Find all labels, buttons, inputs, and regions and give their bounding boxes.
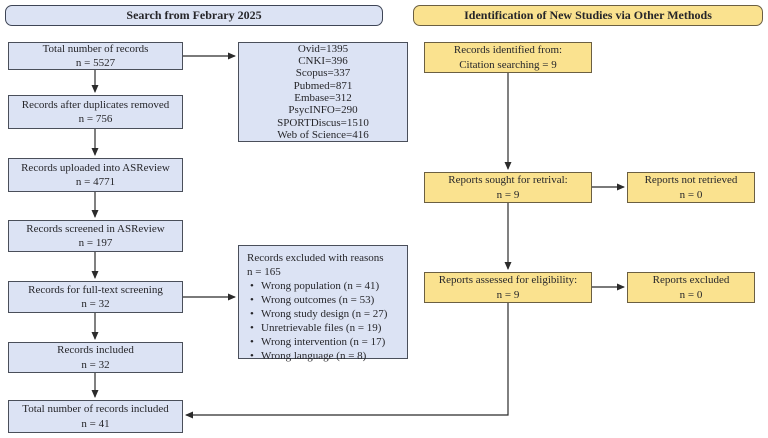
box-title: Records identified from: [453,44,563,57]
box-reports-assessed: Reports assessed for eligibility: n = 9 [424,272,592,303]
box-records-included: Records included n = 32 [8,342,183,373]
box-count: n = 32 [81,358,110,371]
box-title: Records included [57,344,134,357]
db-line: CNKI=396 [298,55,348,68]
box-count: n = 9 [496,188,520,201]
db-line: Embase=312 [294,92,352,104]
box-count: n = 0 [679,188,703,201]
box-title: Records screened in ASReview [26,222,165,235]
box-count: n = 41 [81,417,110,430]
box-title: Reports not retrieved [644,174,738,187]
box-reports-excluded: Reports excluded n = 0 [627,272,755,303]
box-count: n = 197 [78,237,113,249]
box-title: Reports sought for retrival: [448,174,568,187]
box-count: Citation searching = 9 [459,58,557,71]
exclusion-reason: Unretrievable files (n = 19) [247,321,387,335]
box-total-included: Total number of records included n = 41 [8,400,183,433]
box-title: Reports excluded [652,274,730,287]
exclusion-reason: Wrong study design (n = 27) [247,307,387,321]
box-title: Records excluded with reasons [247,252,384,264]
box-uploaded-asreview: Records uploaded into ASReview n = 4771 [8,158,183,192]
box-count: n = 32 [81,298,110,310]
box-title: Reports assessed for eligibility: [438,274,578,287]
box-reports-not-retrieved: Reports not retrieved n = 0 [627,172,755,203]
box-excluded-reasons: Records excluded with reasons n = 165 Wr… [238,245,408,363]
box-title: Records after duplicates removed [21,98,170,111]
exclusion-reason: Wrong outcomes (n = 53) [247,293,387,307]
db-line: Web of Science=416 [277,128,369,141]
box-fulltext-screening: Records for full-text screening n = 32 [8,281,183,313]
box-title: Total number of records included [22,403,169,416]
right-section-header: Identification of New Studies via Other … [413,5,763,26]
box-citation-searching: Records identified from: Citation search… [424,42,592,73]
box-count: n = 4771 [75,176,116,188]
box-total-records: Total number of records n = 5527 [8,42,183,70]
db-line: Pubmed=871 [293,79,353,92]
exclusion-reason-list: Wrong population (n = 41) Wrong outcomes… [247,279,387,363]
box-count: n = 9 [496,288,520,301]
box-count: n = 5527 [75,57,116,69]
db-line: SPORTDiscus=1510 [277,116,369,129]
db-line: Ovid=1395 [297,42,349,55]
box-title: Records for full-text screening [28,283,163,296]
box-title: Total number of records [42,42,149,55]
box-title: Records uploaded into ASReview [21,161,170,174]
box-count: n = 165 [247,266,281,278]
exclusion-reason: Wrong intervention (n = 17) [247,335,387,349]
exclusion-reason: Wrong population (n = 41) [247,279,387,293]
box-database-counts: Ovid=1395 CNKI=396 Scopus=337 Pubmed=871… [238,42,408,142]
box-duplicates-removed: Records after duplicates removed n = 756 [8,95,183,129]
box-count: n = 756 [78,113,113,125]
db-line: PsycINFO=290 [288,104,358,117]
exclusion-reason: Wrong language (n = 8) [247,349,387,363]
db-line: Scopus=337 [295,67,351,80]
left-section-header: Search from Febrary 2025 [5,5,383,26]
box-reports-sought: Reports sought for retrival: n = 9 [424,172,592,203]
box-count: n = 0 [679,288,703,301]
box-screened-asreview: Records screened in ASReview n = 197 [8,220,183,252]
